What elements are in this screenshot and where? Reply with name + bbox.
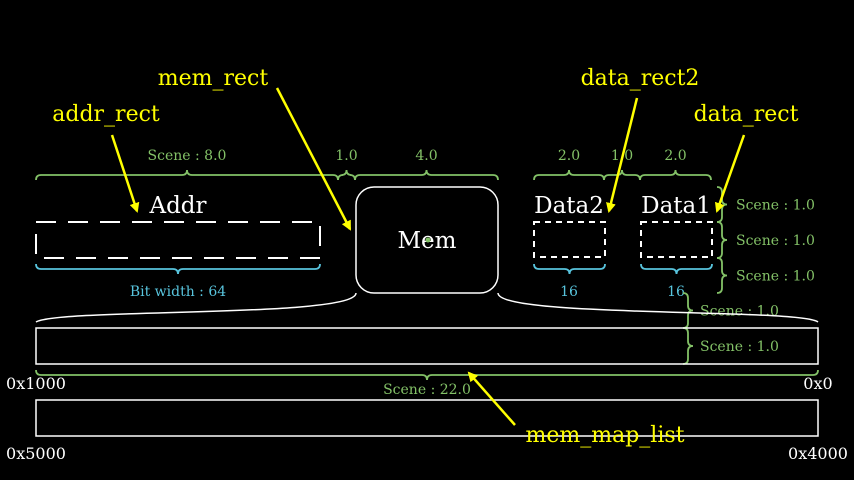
top-brace (603, 169, 641, 181)
mem-center-dot (425, 237, 431, 243)
mem-rect (355, 186, 499, 294)
top-brace (35, 169, 339, 181)
addr-label: Addr (148, 193, 206, 219)
data-rect (640, 221, 713, 258)
addr-bit-brace (35, 263, 321, 275)
map-brace-label: Scene : 1.0 (700, 304, 779, 320)
arrow-addr-rect (110, 134, 140, 213)
arrow-mem-rect (275, 87, 352, 231)
map-brace-label: Scene : 1.0 (700, 339, 779, 355)
addr-row2-right: 0x4000 (788, 444, 848, 463)
addr-row1-right: 0x0 (803, 374, 832, 393)
map-brace (682, 327, 694, 365)
data2-bit-label: 16 (560, 284, 578, 300)
top-brace (337, 169, 356, 181)
top-brace-label: Scene : 8.0 (148, 148, 227, 164)
arrow-mem-map-list (467, 371, 516, 426)
right-brace-label: Scene : 1.0 (736, 198, 815, 214)
addr-row1-left: 0x1000 (6, 374, 66, 393)
top-brace-label: 2.0 (558, 148, 580, 164)
arrow-data-rect (714, 134, 746, 213)
annotation-mem-rect: mem_rect (158, 66, 269, 91)
addr-row2-left: 0x5000 (6, 444, 66, 463)
bottom-brace (35, 369, 819, 381)
bottom-brace-label: Scene : 22.0 (383, 382, 471, 398)
data-rect2 (533, 221, 606, 258)
mem-funnel-left (35, 292, 357, 323)
right-brace-label: Scene : 1.0 (736, 233, 815, 249)
right-brace (716, 257, 728, 294)
right-brace-label: Scene : 1.0 (736, 269, 815, 285)
annotation-data-rect: data_rect (694, 102, 799, 127)
top-brace-label: 4.0 (415, 148, 437, 164)
data2-label: Data2 (534, 193, 604, 219)
right-brace (716, 221, 728, 259)
top-brace-label: 2.0 (664, 148, 686, 164)
annotation-mem-map-list: mem_map_list (525, 423, 684, 448)
addr-bit-label: Bit width : 64 (130, 284, 226, 300)
map-brace (682, 292, 694, 329)
mem-map-row-1 (35, 327, 819, 365)
top-brace (354, 169, 499, 181)
addr-rect (35, 221, 321, 259)
data2-bit-brace (533, 263, 606, 275)
data1-bit-label: 16 (667, 284, 685, 300)
right-brace (716, 186, 728, 223)
annotation-data-rect2: data_rect2 (581, 66, 700, 91)
mem-map-row-2 (35, 399, 819, 437)
annotation-addr-rect: addr_rect (52, 102, 160, 127)
arrow-data-rect2 (606, 97, 639, 213)
top-brace-label: 1.0 (335, 148, 357, 164)
data1-bit-brace (640, 263, 713, 275)
top-brace (639, 169, 712, 181)
mem-funnel-right (497, 292, 819, 323)
data1-label: Data1 (641, 193, 711, 219)
top-brace (533, 169, 605, 181)
